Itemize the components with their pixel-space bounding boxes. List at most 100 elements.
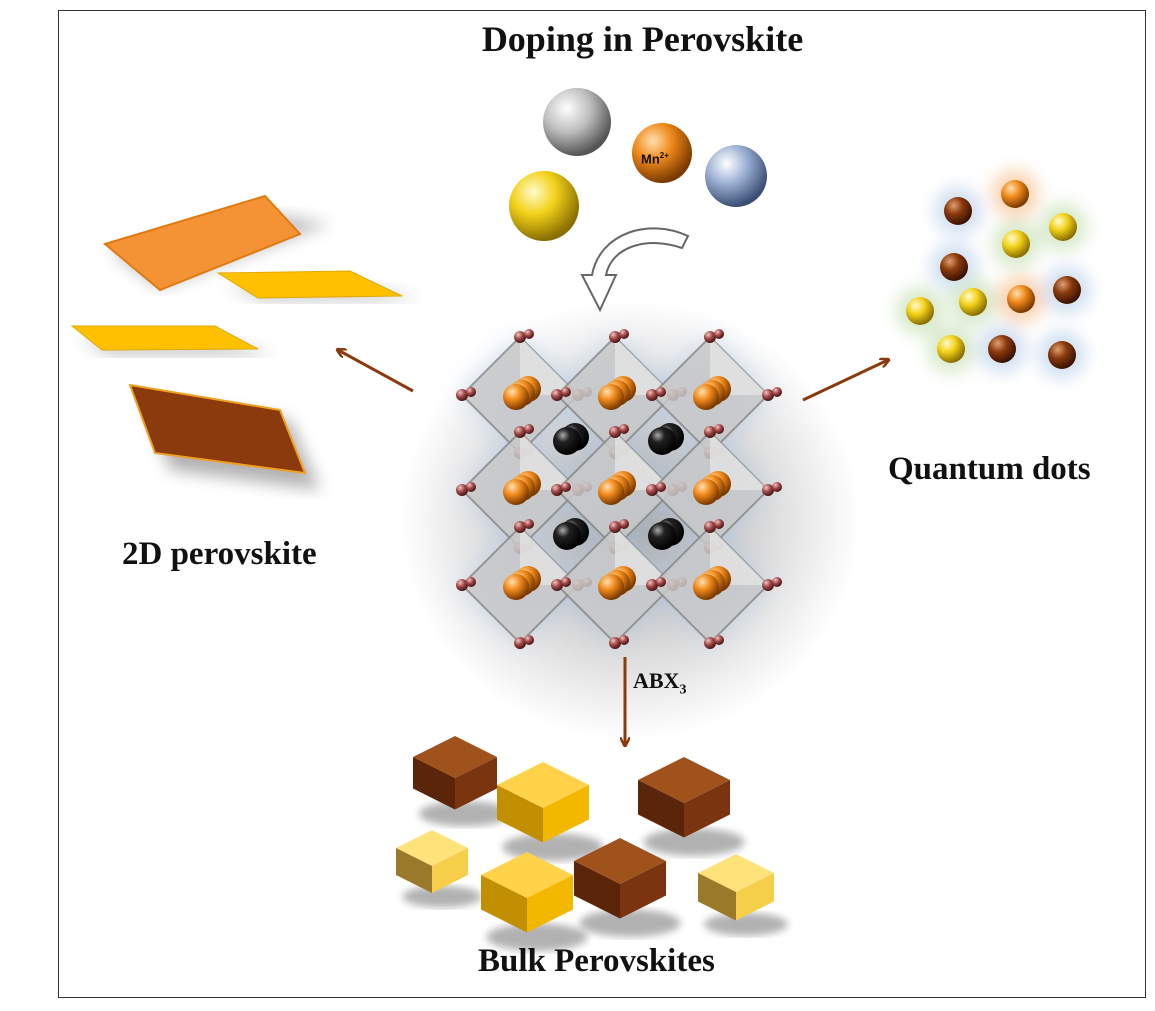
halide-atom bbox=[704, 521, 716, 533]
halide-atom bbox=[714, 635, 724, 645]
halide-atom bbox=[524, 424, 534, 434]
dopant-spheres bbox=[509, 88, 767, 241]
a-site-sphere bbox=[648, 522, 676, 550]
quantum-dot bbox=[1001, 180, 1029, 208]
b-site-sphere bbox=[693, 574, 719, 600]
sheet-gold-2 bbox=[70, 325, 259, 351]
halide-atom bbox=[456, 579, 468, 591]
quantum-dot bbox=[959, 288, 987, 316]
halide-atom bbox=[656, 482, 666, 492]
crystal-right bbox=[432, 848, 468, 893]
arrow-to-quantum-dots bbox=[802, 360, 888, 402]
halide-atom bbox=[561, 387, 571, 397]
crystal-shadow bbox=[402, 885, 482, 908]
halide-atom bbox=[646, 389, 658, 401]
halide-atom bbox=[514, 521, 526, 533]
halide-atom bbox=[524, 519, 534, 529]
b-site-sphere bbox=[503, 479, 529, 505]
crystal-right bbox=[684, 780, 730, 838]
crystal-left bbox=[698, 873, 736, 921]
b-site-sphere bbox=[693, 384, 719, 410]
label-abx3-formula: ABX3 bbox=[633, 668, 686, 698]
halide-atom bbox=[514, 637, 526, 649]
halide-atom bbox=[514, 331, 526, 343]
label-bulk-perovskites: Bulk Perovskites bbox=[478, 943, 715, 979]
sheet-brown bbox=[128, 383, 307, 475]
crystal-left bbox=[574, 861, 620, 919]
quantum-dot bbox=[1048, 341, 1076, 369]
quantum-dot bbox=[937, 335, 965, 363]
quantum-dot bbox=[940, 253, 968, 281]
halide-atom bbox=[762, 579, 774, 591]
halide-atom bbox=[646, 484, 658, 496]
halide-atom bbox=[551, 579, 563, 591]
sheet-gold-1 bbox=[216, 270, 403, 299]
b-site-sphere bbox=[693, 479, 719, 505]
a-site-sphere bbox=[553, 522, 581, 550]
crystal-right bbox=[527, 875, 573, 933]
b-site-sphere bbox=[503, 384, 529, 410]
quantum-dot bbox=[1007, 285, 1035, 313]
b-site-sphere bbox=[598, 479, 624, 505]
formula-subscript: 3 bbox=[679, 682, 687, 698]
gold-sphere-icon bbox=[509, 171, 579, 241]
halide-atom bbox=[456, 389, 468, 401]
halide-atom bbox=[524, 329, 534, 339]
b-site-sphere bbox=[503, 574, 529, 600]
figure-title: Doping in Perovskite bbox=[481, 19, 804, 59]
crystal-shadow bbox=[704, 912, 788, 936]
quantum-dot bbox=[906, 297, 934, 325]
mn-ion-label: Mn2+ bbox=[641, 151, 669, 166]
halide-atom bbox=[714, 329, 724, 339]
quantum-dot bbox=[1049, 213, 1077, 241]
halide-atom bbox=[609, 331, 621, 343]
halide-atom bbox=[609, 637, 621, 649]
quantum-dots-cluster bbox=[896, 170, 1091, 379]
a-site-sphere bbox=[648, 427, 676, 455]
crystal-left bbox=[497, 785, 543, 843]
halide-atom bbox=[762, 389, 774, 401]
label-2d-perovskite: 2D perovskite bbox=[122, 536, 317, 572]
crystal-left bbox=[638, 780, 684, 838]
halide-atom bbox=[772, 482, 782, 492]
blue-sphere-icon bbox=[705, 145, 767, 207]
halide-atom bbox=[551, 484, 563, 496]
halide-atom bbox=[551, 389, 563, 401]
halide-atom bbox=[714, 519, 724, 529]
two-d-sheets bbox=[70, 194, 420, 490]
halide-atom bbox=[619, 424, 629, 434]
crystal-right bbox=[620, 861, 666, 919]
mn-sphere-icon bbox=[632, 123, 692, 183]
crystal-left bbox=[481, 875, 527, 933]
halide-atom bbox=[524, 635, 534, 645]
halide-atom bbox=[772, 387, 782, 397]
mn-ion-symbol: Mn bbox=[641, 151, 660, 167]
halide-atom bbox=[609, 426, 621, 438]
crystal-shadow bbox=[486, 923, 588, 951]
halide-atom bbox=[466, 387, 476, 397]
halide-atom bbox=[772, 577, 782, 587]
halide-atom bbox=[561, 577, 571, 587]
halide-atom bbox=[656, 577, 666, 587]
crystal-right bbox=[455, 757, 497, 810]
halide-atom bbox=[609, 521, 621, 533]
halide-atom bbox=[619, 329, 629, 339]
mn-ion-charge: 2+ bbox=[659, 151, 669, 160]
sheet-orange bbox=[102, 194, 302, 292]
arrow-to-2d bbox=[338, 350, 414, 393]
halide-atom bbox=[561, 482, 571, 492]
crystal-shadow bbox=[418, 801, 512, 827]
label-quantum-dots: Quantum dots bbox=[888, 451, 1091, 487]
quantum-dot bbox=[944, 197, 972, 225]
halide-atom bbox=[619, 519, 629, 529]
halide-atom bbox=[714, 424, 724, 434]
halide-atom bbox=[514, 426, 526, 438]
b-site-sphere bbox=[598, 574, 624, 600]
crystal-right bbox=[736, 873, 774, 921]
halide-atom bbox=[762, 484, 774, 496]
halide-atom bbox=[466, 577, 476, 587]
curved-arrow-icon bbox=[580, 227, 690, 313]
crystal-left bbox=[396, 848, 432, 893]
quantum-dot bbox=[1053, 276, 1081, 304]
